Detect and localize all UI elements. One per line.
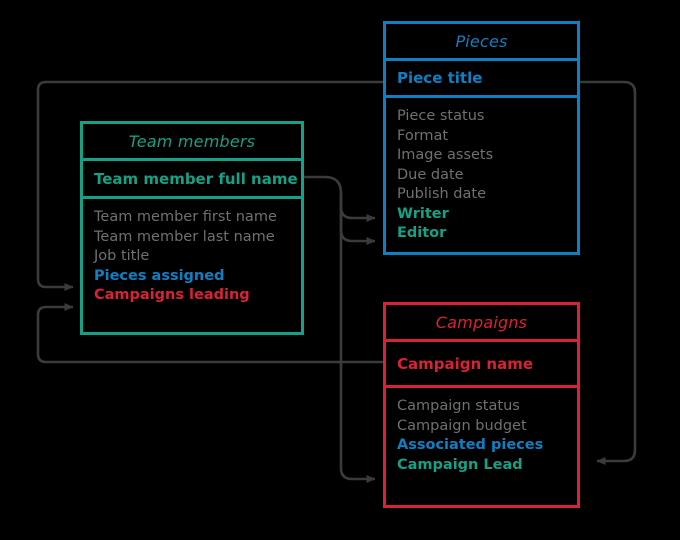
- entity-pieces[interactable]: Pieces Piece title Piece status Format I…: [383, 21, 580, 255]
- field-piece-status: Piece status: [397, 108, 485, 124]
- entity-campaigns-key-field: Campaign name: [386, 342, 577, 388]
- field-editor: Editor: [397, 225, 447, 241]
- entity-campaigns[interactable]: Campaigns Campaign name Campaign status …: [383, 302, 580, 508]
- connector-team-to-writer: [304, 175, 376, 222]
- entity-team-members-key-field: Team member full name: [83, 161, 301, 199]
- entity-pieces-key-field: Piece title: [386, 61, 577, 98]
- field-publish-date: Publish date: [397, 186, 486, 202]
- connector-team-to-campaign-lead: [339, 193, 376, 483]
- field-image-assets: Image assets: [397, 147, 494, 163]
- field-team-member-last-name: Team member last name: [94, 228, 275, 245]
- entity-pieces-fields: Piece status Format Image assets Due dat…: [386, 98, 577, 244]
- field-associated-pieces: Associated pieces: [397, 437, 544, 453]
- field-campaign-budget: Campaign budget: [397, 417, 527, 434]
- connector-campaign-to-team-leading: [36, 303, 383, 364]
- field-campaign-status: Campaign status: [397, 398, 520, 414]
- field-campaigns-leading: Campaigns leading: [94, 287, 250, 303]
- entity-pieces-title: Pieces: [386, 24, 577, 61]
- entity-team-members-title: Team members: [83, 124, 301, 161]
- field-due-date: Due date: [397, 166, 464, 183]
- entity-team-members[interactable]: Team members Team member full name Team …: [80, 121, 304, 335]
- entity-team-members-fields: Team member first name Team member last …: [83, 199, 301, 306]
- connector-pieces-to-team: [36, 80, 383, 291]
- field-pieces-assigned: Pieces assigned: [94, 267, 225, 284]
- field-format: Format: [397, 127, 449, 144]
- entity-campaigns-fields: Campaign status Campaign budget Associat…: [386, 388, 577, 475]
- entity-campaigns-title: Campaigns: [386, 305, 577, 342]
- field-job-title: Job title: [94, 248, 150, 264]
- field-campaign-lead: Campaign Lead: [397, 456, 523, 473]
- field-team-member-first-name: Team member first name: [94, 209, 277, 225]
- field-writer: Writer: [397, 205, 449, 222]
- connector-piece-to-associated-pieces: [580, 80, 637, 465]
